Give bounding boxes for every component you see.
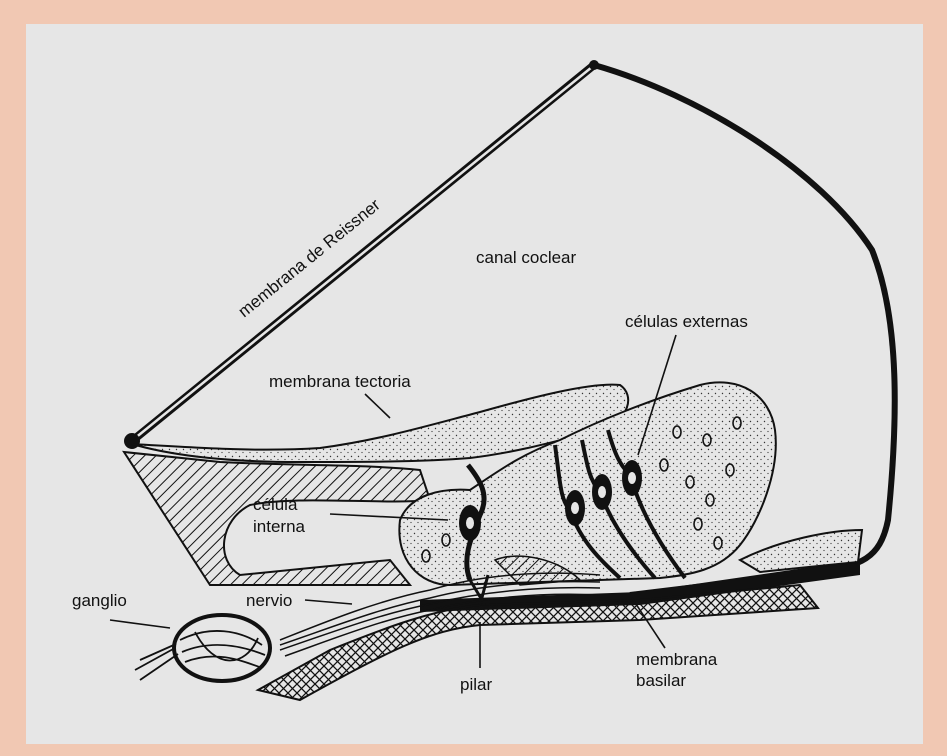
reissner-node-top [589, 60, 599, 70]
ganglion [135, 615, 270, 681]
label-membrana-basilar-1: membrana [636, 650, 718, 669]
label-pilar: pilar [460, 675, 492, 694]
label-canal-coclear: canal coclear [476, 248, 577, 267]
label-celula-1: célula [253, 495, 298, 514]
label-membrana-basilar-2: basilar [636, 671, 686, 690]
label-membrana-tectoria: membrana tectoria [269, 372, 411, 391]
label-celula-2: interna [253, 517, 306, 536]
label-ganglio: ganglio [72, 591, 127, 610]
basilar-crosshatch [258, 585, 818, 700]
label-nervio: nervio [246, 591, 292, 610]
label-celulas-externas: células externas [625, 312, 748, 331]
